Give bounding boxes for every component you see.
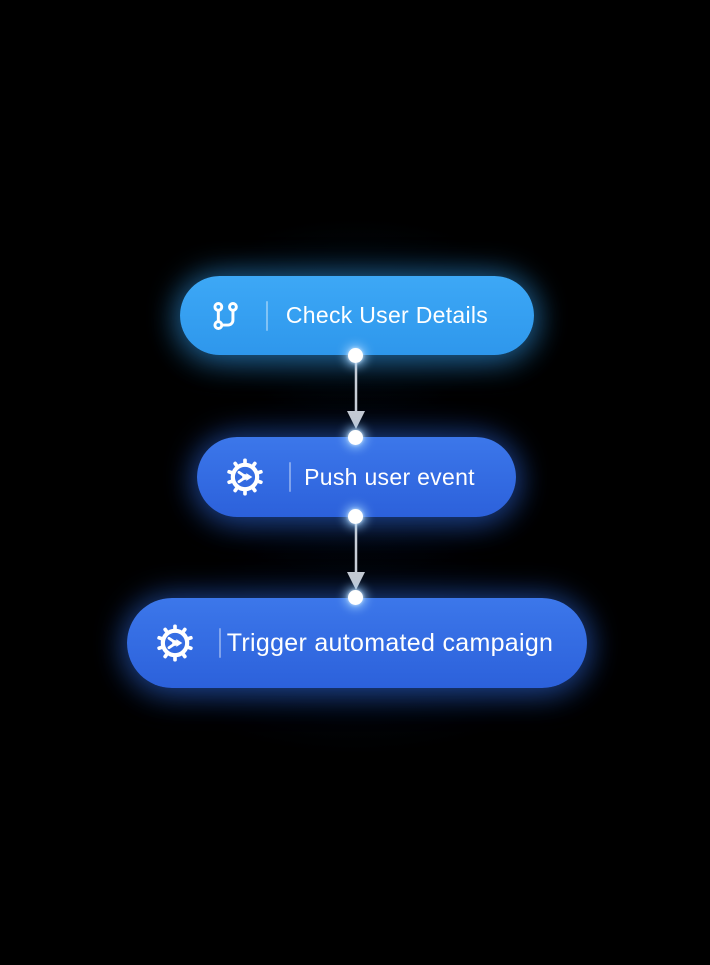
- workflow-node-trigger-automated-campaign[interactable]: Trigger automated campaign: [127, 598, 587, 688]
- workflow-node-push-user-event[interactable]: Push user event: [197, 437, 516, 517]
- output-port-push-user-event[interactable]: [348, 509, 363, 524]
- output-port-check-user-details[interactable]: [348, 348, 363, 363]
- node-divider: [219, 628, 221, 658]
- workflow-node-check-user-details[interactable]: Check User Details: [180, 276, 534, 355]
- input-port-trigger-automated-campaign[interactable]: [348, 590, 363, 605]
- automation-gear-icon: [155, 623, 195, 663]
- node-label: Check User Details: [285, 302, 489, 328]
- node-label: Push user event: [304, 463, 475, 490]
- node-label: Trigger automated campaign: [226, 628, 554, 657]
- git-branch-icon: [208, 299, 242, 333]
- node-divider: [266, 300, 268, 331]
- connector-arrow-1: [347, 363, 365, 429]
- connector-arrow-2: [347, 524, 365, 590]
- input-port-push-user-event[interactable]: [348, 430, 363, 445]
- automation-gear-icon: [225, 457, 265, 497]
- node-divider: [289, 462, 291, 492]
